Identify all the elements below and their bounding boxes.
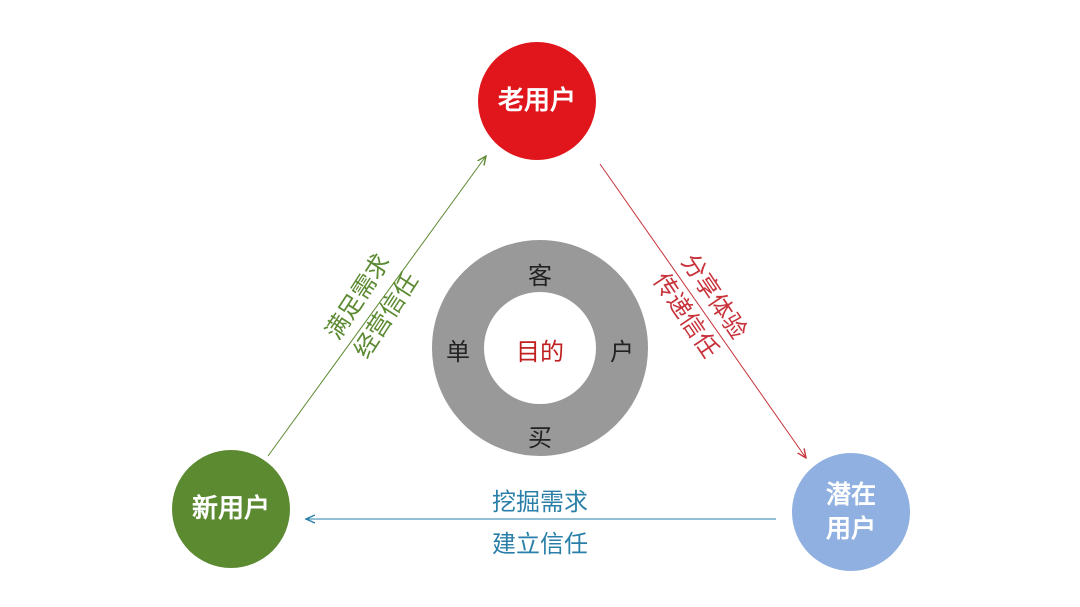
arrow-old-to-potential [599, 163, 806, 458]
purpose-ring [432, 240, 648, 456]
potential-to-new-line2: 建立信任 [492, 530, 588, 558]
ring-char-left: 单 [446, 338, 470, 366]
potential-user-label-line2: 用户 [825, 514, 876, 543]
arrow-new-to-old [267, 156, 486, 457]
ring-char-top: 客 [528, 262, 552, 290]
purpose-center-label: 目的 [516, 338, 564, 366]
potential-user-node: 潜在 用户 [792, 453, 910, 571]
ring-char-right: 户 [610, 338, 634, 366]
potential-user-label-line1: 潜在 [825, 480, 876, 509]
ring-char-bottom: 买 [528, 424, 552, 452]
potential-to-new-line1: 挖掘需求 [492, 488, 588, 516]
old-user-label: 老用户 [497, 86, 576, 116]
new-user-label: 新用户 [191, 494, 270, 524]
new-user-node: 新用户 [172, 450, 290, 568]
old-user-node: 老用户 [478, 42, 596, 160]
